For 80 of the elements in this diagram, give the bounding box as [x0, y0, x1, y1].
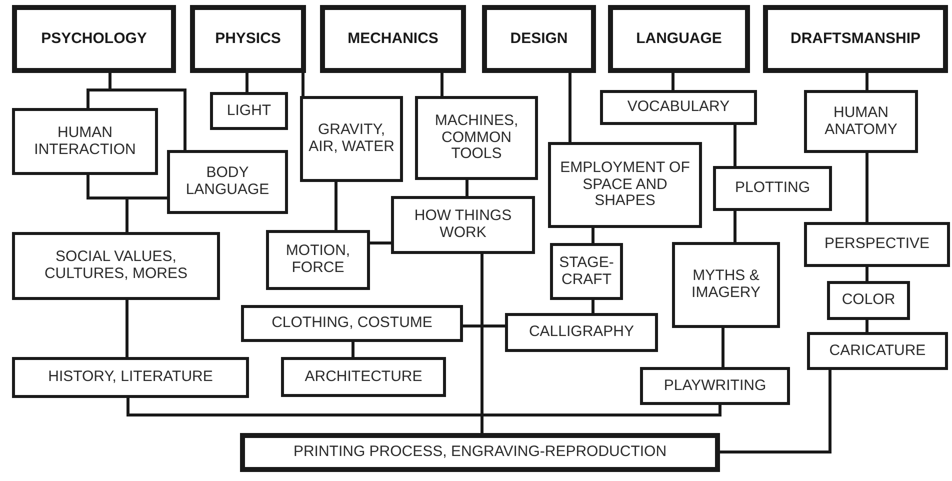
subject-label: PSYCHOLOGY [41, 30, 147, 48]
topic-label: BODY LANGUAGE [184, 165, 270, 199]
topic-label: CALLIGRAPHY [528, 324, 634, 341]
topic-label: MACHINES, COMMON TOOLS [434, 112, 520, 164]
topic-box [240, 433, 720, 472]
subject-label: DESIGN [510, 30, 568, 48]
connector-line [722, 328, 724, 367]
topic-box [167, 150, 288, 214]
subject-box [190, 5, 306, 73]
subject-box [320, 5, 466, 73]
subject-box [12, 5, 176, 73]
connector-line [866, 73, 868, 90]
topic-label: GRAVITY, AIR, WATER [308, 122, 396, 156]
connector-line [246, 73, 248, 92]
connector-line [734, 125, 736, 166]
topic-label: VOCABULARY [627, 99, 730, 116]
topic-box [241, 305, 463, 342]
topic-label: PLAYWRITING [664, 378, 766, 394]
connector-line [440, 73, 444, 96]
topic-label: CLOTHING, COSTUME [272, 315, 432, 332]
topic-box [12, 108, 158, 175]
connector-line [866, 153, 868, 222]
topic-box [807, 332, 948, 370]
topic-label: HOW THINGS WORK [413, 208, 513, 242]
connector-line [126, 300, 128, 357]
topic-box [12, 357, 249, 398]
connector-line [370, 242, 391, 244]
topic-box [505, 313, 658, 352]
topic-box [12, 232, 220, 300]
topic-box [827, 281, 910, 320]
connector-line [568, 73, 572, 142]
connector-line [592, 228, 594, 243]
topic-box [550, 243, 623, 300]
topic-label: MOTION, FORCE [284, 243, 352, 277]
connector-line [866, 320, 868, 332]
connector-line [672, 73, 674, 90]
topic-box [548, 142, 702, 228]
subject-label: MECHANICS [348, 30, 438, 48]
topic-box [713, 166, 832, 211]
subject-box [763, 5, 948, 73]
topic-label: MYTHS & IMAGERY [690, 268, 762, 302]
topic-box [415, 96, 538, 180]
subject-label: LANGUAGE [636, 30, 722, 48]
topic-box [281, 357, 446, 397]
connector-line [302, 73, 304, 96]
topic-label: HUMAN INTERACTION [33, 124, 137, 158]
connector-line [108, 73, 186, 150]
topic-label: HISTORY, LITERATURE [48, 369, 213, 386]
topic-label: PERSPECTIVE [824, 236, 930, 253]
topic-label: HUMAN ANATOMY [824, 104, 898, 138]
topic-label: PRINTING PROCESS, ENGRAVING-REPRODUCTION [293, 444, 667, 461]
topic-box [266, 230, 370, 290]
topic-box [300, 96, 403, 182]
subject-box [482, 5, 596, 73]
subject-label: DRAFTSMANSHIP [790, 30, 920, 48]
topic-box [210, 92, 288, 130]
connector-line [334, 182, 338, 230]
topic-label: ARCHITECTURE [304, 368, 422, 386]
topic-label: COLOR [842, 292, 896, 309]
connector-line [126, 196, 167, 232]
subject-box [608, 5, 750, 73]
topic-label: STAGE-CRAFT [558, 254, 615, 288]
connector-line [866, 267, 868, 281]
topic-label: CARICATURE [829, 342, 926, 360]
topic-label: EMPLOYMENT OF SPACE AND SHAPES [559, 160, 691, 210]
topic-label: PLOTTING [734, 180, 810, 197]
topic-box [804, 90, 918, 153]
subject-label: PHYSICS [215, 30, 281, 48]
topic-box [600, 90, 757, 125]
connector-line [720, 370, 832, 454]
topic-box [391, 196, 535, 254]
connector-line [592, 300, 594, 313]
connector-line [352, 342, 354, 357]
topic-label: LIGHT [226, 102, 272, 120]
topic-box [804, 222, 950, 267]
connector-line [466, 180, 468, 196]
topic-label: SOCIAL VALUES, CULTURES, MORES [43, 249, 189, 283]
topic-box [672, 242, 780, 328]
connector-line [734, 211, 736, 242]
topic-box [640, 367, 790, 405]
